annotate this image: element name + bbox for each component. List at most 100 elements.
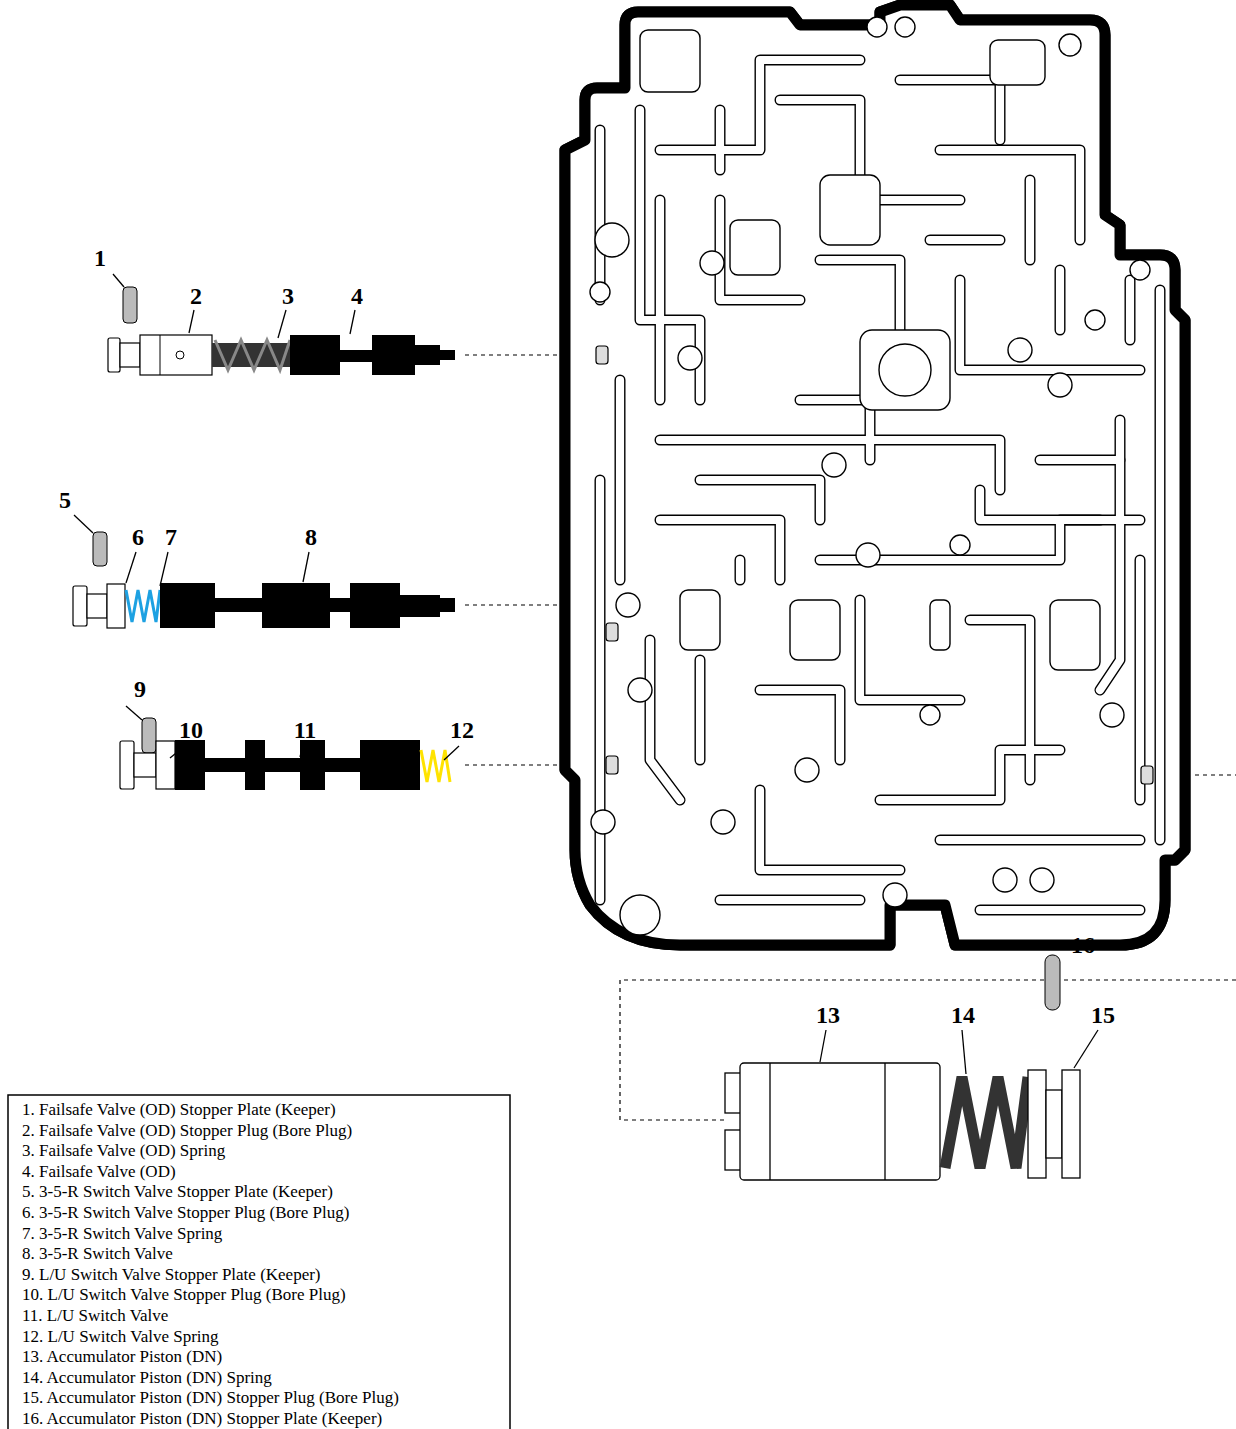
illustration-part bbox=[640, 30, 1100, 670]
illustration-part bbox=[769, 1063, 770, 1180]
illustration-part bbox=[940, 150, 1080, 240]
lu-switch-valve-assembly bbox=[120, 718, 450, 790]
illustration-part bbox=[711, 810, 735, 834]
illustration-part bbox=[822, 453, 846, 477]
illustration-part bbox=[1141, 766, 1153, 784]
parts-list-item: 6. 3-5-R Switch Valve Stopper Plug (Bore… bbox=[22, 1203, 349, 1223]
illustration-part bbox=[606, 623, 618, 641]
illustration-part bbox=[73, 586, 87, 626]
illustration-part bbox=[590, 17, 1150, 935]
illustration-part bbox=[160, 552, 168, 586]
illustration-part bbox=[596, 130, 604, 300]
illustration-part bbox=[720, 200, 800, 300]
accumulator-assembly bbox=[725, 955, 1080, 1180]
illustration-part bbox=[790, 600, 840, 660]
illustration-part bbox=[123, 287, 137, 323]
illustration-part bbox=[1156, 290, 1164, 840]
illustration-part bbox=[800, 400, 870, 460]
illustration-part bbox=[700, 480, 820, 520]
illustration-part bbox=[620, 895, 660, 935]
illustration-part bbox=[656, 200, 664, 400]
illustration-part bbox=[696, 660, 704, 760]
illustration-part bbox=[980, 490, 1100, 520]
parts-list-item: 13. Accumulator Piston (DN) bbox=[22, 1347, 222, 1367]
illustration-part bbox=[126, 706, 142, 720]
parts-list-item: 8. 3-5-R Switch Valve bbox=[22, 1244, 173, 1264]
illustration-part bbox=[920, 705, 940, 725]
illustration-part bbox=[940, 835, 1140, 846]
callout-number: 3 bbox=[282, 284, 294, 308]
illustration-part bbox=[565, 5, 1185, 945]
parts-list-frame bbox=[8, 1095, 510, 1429]
parts-list-item: 12. L/U Switch Valve Spring bbox=[22, 1327, 219, 1347]
illustration-part bbox=[350, 310, 355, 334]
illustration-part bbox=[715, 110, 726, 170]
illustration-part bbox=[591, 810, 615, 834]
illustration-part bbox=[940, 150, 1080, 240]
callout-number: 6 bbox=[132, 525, 144, 549]
illustration-part bbox=[930, 236, 1000, 244]
illustration-part bbox=[421, 750, 450, 782]
illustration-part bbox=[215, 340, 290, 370]
illustration-part bbox=[680, 590, 720, 650]
illustration-part bbox=[142, 718, 156, 753]
illustration-part bbox=[660, 520, 780, 580]
illustration-part bbox=[1100, 703, 1124, 727]
illustration-part bbox=[990, 40, 1045, 85]
illustration-part bbox=[1136, 560, 1144, 800]
illustration-part bbox=[1062, 1070, 1080, 1178]
callout-number: 10 bbox=[179, 718, 203, 742]
illustration-part bbox=[895, 17, 915, 37]
illustration-part bbox=[640, 30, 700, 92]
illustration-part bbox=[655, 200, 666, 400]
illustration-part bbox=[590, 282, 610, 302]
illustration-part bbox=[930, 235, 1000, 246]
illustration-part bbox=[1048, 373, 1072, 397]
illustration-part bbox=[1155, 290, 1166, 840]
illustration-part bbox=[993, 868, 1017, 892]
illustration-part bbox=[1125, 280, 1136, 340]
illustration-part bbox=[700, 251, 724, 275]
callout-number: 11 bbox=[294, 718, 317, 742]
illustration-part bbox=[1059, 34, 1081, 56]
illustration-part bbox=[1030, 868, 1054, 892]
illustration-part bbox=[720, 895, 860, 906]
illustration-part bbox=[595, 223, 629, 257]
illustration-part bbox=[1026, 180, 1034, 260]
illustration-part bbox=[1046, 1090, 1062, 1158]
illustration-part bbox=[980, 905, 1140, 916]
illustration-part bbox=[1135, 560, 1146, 800]
illustration-part bbox=[628, 678, 652, 702]
callout-number: 7 bbox=[165, 525, 177, 549]
illustration-part bbox=[678, 346, 702, 370]
illustration-part bbox=[189, 310, 194, 333]
illustration-part bbox=[820, 260, 900, 330]
illustration-part bbox=[278, 310, 286, 338]
illustration-part bbox=[465, 354, 565, 355]
illustration-part bbox=[1055, 270, 1066, 330]
illustration-part bbox=[695, 660, 706, 760]
leader-line bbox=[74, 274, 1098, 1074]
illustration-part bbox=[1126, 280, 1134, 340]
illustration-part bbox=[565, 5, 1185, 945]
illustration-part bbox=[820, 260, 900, 330]
callout-number: 9 bbox=[134, 677, 146, 701]
illustration-part bbox=[176, 351, 184, 359]
illustration-part bbox=[795, 758, 819, 782]
illustration-part bbox=[860, 600, 960, 700]
illustration-part bbox=[87, 594, 107, 618]
failsafe-valve-assembly bbox=[108, 287, 455, 375]
illustration-part bbox=[650, 640, 680, 800]
illustration-part bbox=[720, 896, 860, 904]
parts-list-item: 4. Failsafe Valve (OD) bbox=[22, 1162, 176, 1182]
illustration-part bbox=[867, 17, 887, 37]
illustration-part bbox=[900, 80, 1000, 140]
illustration-part bbox=[170, 745, 186, 758]
illustration-part bbox=[980, 906, 1140, 914]
illustration-part bbox=[1045, 955, 1060, 1010]
illustration-part bbox=[616, 380, 624, 580]
illustration-part bbox=[930, 600, 950, 650]
illustration-part bbox=[120, 741, 134, 789]
illustration-part bbox=[1074, 1030, 1098, 1068]
illustration-part bbox=[980, 490, 1100, 520]
